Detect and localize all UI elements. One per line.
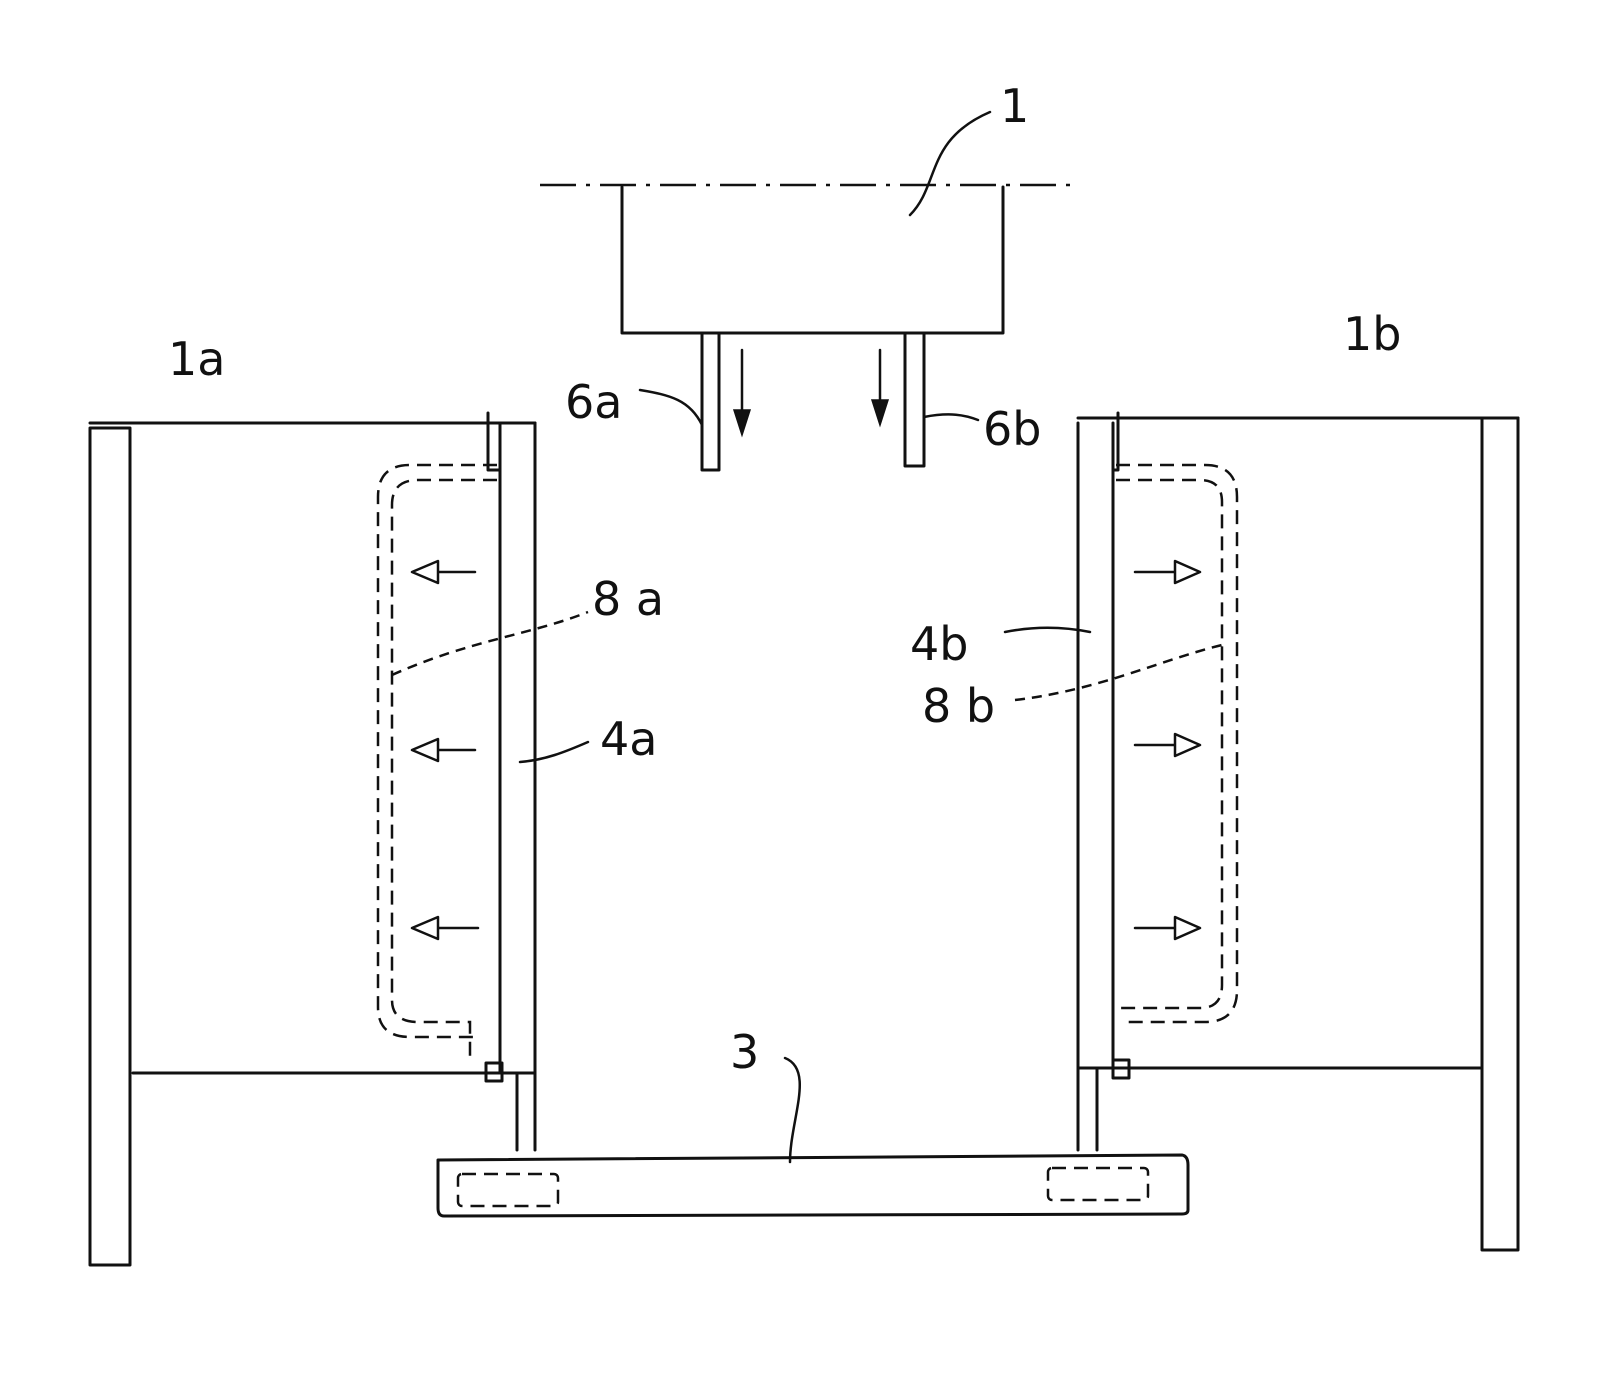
- label-3: 3: [730, 1025, 759, 1079]
- top-unit-body: [622, 187, 1003, 333]
- label-4a-leader: [520, 742, 588, 762]
- airflow-arrow-left-icon: [412, 561, 475, 583]
- airflow-arrow-right-icon: [1135, 561, 1200, 583]
- label-6a-leader: [640, 390, 702, 425]
- label-3-leader: [785, 1058, 800, 1162]
- right-outer-post: [1482, 418, 1518, 1250]
- label-1-leader: [910, 112, 990, 215]
- label-8b-leader: [1015, 645, 1222, 700]
- flow-arrow-down-icon: [872, 400, 888, 425]
- nozzle-6a: [640, 333, 750, 470]
- airflow-arrow-left-icon: [412, 739, 475, 761]
- right-wall-4b: [1078, 423, 1113, 1068]
- left-chamber: [90, 413, 588, 1265]
- airflow-arrow-right-icon: [1135, 734, 1200, 756]
- flow-arrow-down-icon: [734, 410, 750, 435]
- base-plate: [438, 1058, 1188, 1216]
- label-4b: 4b: [910, 617, 968, 671]
- label-8a: 8 a: [592, 572, 664, 626]
- right-chamber: [1005, 413, 1518, 1250]
- label-4a: 4a: [600, 712, 657, 766]
- left-wall-4a: [500, 423, 535, 1073]
- base-plate-body: [438, 1155, 1188, 1216]
- label-6b-leader: [924, 414, 978, 420]
- airflow-arrow-right-icon: [1135, 917, 1200, 939]
- nozzle-6b: [872, 333, 978, 466]
- left-outer-post: [90, 428, 130, 1265]
- top-unit: [540, 112, 1080, 333]
- label-1: 1: [1000, 79, 1029, 133]
- base-slot-left: [458, 1174, 558, 1206]
- airflow-arrow-left-icon: [412, 917, 478, 939]
- label-6a: 6a: [565, 375, 622, 429]
- label-6b: 6b: [983, 402, 1041, 456]
- label-1a: 1a: [168, 332, 225, 386]
- label-1b: 1b: [1343, 307, 1401, 361]
- label-8b: 8 b: [922, 679, 995, 733]
- label-8a-leader: [392, 612, 588, 675]
- base-slot-right: [1048, 1168, 1148, 1200]
